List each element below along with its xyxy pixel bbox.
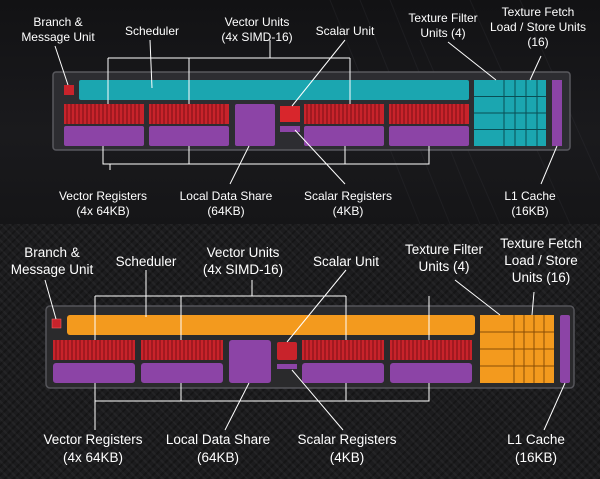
bottom-lds-label-2: (64KB) xyxy=(197,450,239,465)
bottom-leader-lines xyxy=(44,269,566,431)
top-l1-cache-label-1: L1 Cache xyxy=(504,189,556,203)
top-vector-unit-2 xyxy=(149,104,229,124)
bottom-l1-cache-label-1: L1 Cache xyxy=(507,432,565,447)
bottom-scheduler-block xyxy=(67,315,475,335)
top-texture-units xyxy=(474,80,546,146)
top-vector-register-2 xyxy=(149,126,229,146)
top-l1-cache-block xyxy=(552,80,562,146)
bottom-l1-cache-block xyxy=(560,315,570,383)
top-vector-units-label-1: Vector Units xyxy=(225,15,290,29)
bottom-texture-fetch-label-2: Load / Store xyxy=(504,253,578,268)
bottom-vector-registers xyxy=(53,363,472,383)
bottom-scalar-registers-label-2: (4KB) xyxy=(330,450,365,465)
top-leader-lines xyxy=(54,39,558,185)
top-texture-fetch-label-2: Load / Store Units xyxy=(490,20,586,34)
top-vector-units xyxy=(64,104,469,124)
bottom-local-data-share-block xyxy=(229,340,271,383)
bottom-vector-register-4 xyxy=(390,363,472,383)
bottom-vector-register-2 xyxy=(141,363,223,383)
bottom-lds-label-1: Local Data Share xyxy=(166,432,270,447)
top-branch-label-2: Message Unit xyxy=(21,30,95,44)
bottom-vector-unit-4 xyxy=(390,340,472,360)
top-scheduler-label: Scheduler xyxy=(125,24,179,38)
bottom-vector-registers-label-1: Vector Registers xyxy=(43,432,142,447)
bottom-vector-unit-1 xyxy=(53,340,135,360)
top-diagram-panel: Branch & Message Unit Scheduler Vector U… xyxy=(0,0,600,224)
top-texture-filter-label-2: Units (4) xyxy=(420,26,465,40)
top-lds-label-1: Local Data Share xyxy=(180,189,273,203)
bottom-scalar-registers-block xyxy=(277,364,297,369)
top-vector-unit-1 xyxy=(64,104,144,124)
top-vector-registers xyxy=(64,126,469,146)
top-scalar-unit-block xyxy=(280,106,300,122)
top-vector-register-3 xyxy=(304,126,384,146)
bottom-texture-units xyxy=(480,315,554,383)
bottom-vector-registers-label-2: (4x 64KB) xyxy=(63,450,123,465)
bottom-scalar-unit-label: Scalar Unit xyxy=(313,254,379,269)
bottom-texture-fetch-label-3: Units (16) xyxy=(512,270,571,285)
bottom-l1-cache-label-2: (16KB) xyxy=(515,450,557,465)
bottom-texture-fetch-label-1: Texture Fetch xyxy=(500,236,582,251)
bottom-vector-unit-3 xyxy=(302,340,384,360)
top-local-data-share-block xyxy=(235,104,275,146)
top-branch-unit-block xyxy=(64,85,74,95)
bottom-branch-label-2: Message Unit xyxy=(11,262,94,277)
bottom-texture-filter-label-1: Texture Filter xyxy=(405,242,484,257)
top-diagram: Branch & Message Unit Scheduler Vector U… xyxy=(21,0,600,224)
top-texture-fetch-label-1: Texture Fetch xyxy=(502,5,575,19)
bottom-diagram: Branch & Message Unit Scheduler Vector U… xyxy=(11,236,582,465)
top-scheduler-block xyxy=(79,80,469,100)
bottom-scalar-registers-label-1: Scalar Registers xyxy=(297,432,396,447)
top-vector-units-label-2: (4x SIMD-16) xyxy=(221,30,292,44)
top-vector-register-1 xyxy=(64,126,144,146)
top-texture-filter-label-1: Texture Filter xyxy=(408,11,477,25)
bottom-vector-units-label-1: Vector Units xyxy=(207,245,280,260)
top-texture-fetch-label-3: (16) xyxy=(527,35,548,49)
top-scalar-unit-label: Scalar Unit xyxy=(316,24,375,38)
top-scalar-registers-label-2: (4KB) xyxy=(333,204,364,218)
top-branch-label-1: Branch & xyxy=(33,15,82,29)
top-scalar-registers-block xyxy=(280,126,300,132)
top-l1-cache-label-2: (16KB) xyxy=(511,204,548,218)
top-vector-unit-3 xyxy=(304,104,384,124)
bottom-diagram-panel: Branch & Message Unit Scheduler Vector U… xyxy=(0,224,600,479)
top-lds-label-2: (64KB) xyxy=(207,204,244,218)
top-vector-registers-label-2: (4x 64KB) xyxy=(76,204,129,218)
bottom-branch-label-1: Branch & xyxy=(24,245,80,260)
bottom-vector-register-1 xyxy=(53,363,135,383)
top-vector-register-4 xyxy=(389,126,469,146)
top-vector-registers-label-1: Vector Registers xyxy=(59,189,147,203)
bottom-scalar-unit-block xyxy=(277,342,297,360)
bottom-vector-unit-2 xyxy=(141,340,223,360)
bottom-branch-unit-block xyxy=(51,318,62,329)
bottom-vector-units-label-2: (4x SIMD-16) xyxy=(203,262,283,277)
top-vector-unit-4 xyxy=(389,104,469,124)
bottom-vector-register-3 xyxy=(302,363,384,383)
bottom-texture-filter-label-2: Units (4) xyxy=(418,259,469,274)
bottom-scheduler-label: Scheduler xyxy=(116,254,177,269)
top-scalar-registers-label-1: Scalar Registers xyxy=(304,189,392,203)
bottom-vector-units xyxy=(53,340,472,360)
